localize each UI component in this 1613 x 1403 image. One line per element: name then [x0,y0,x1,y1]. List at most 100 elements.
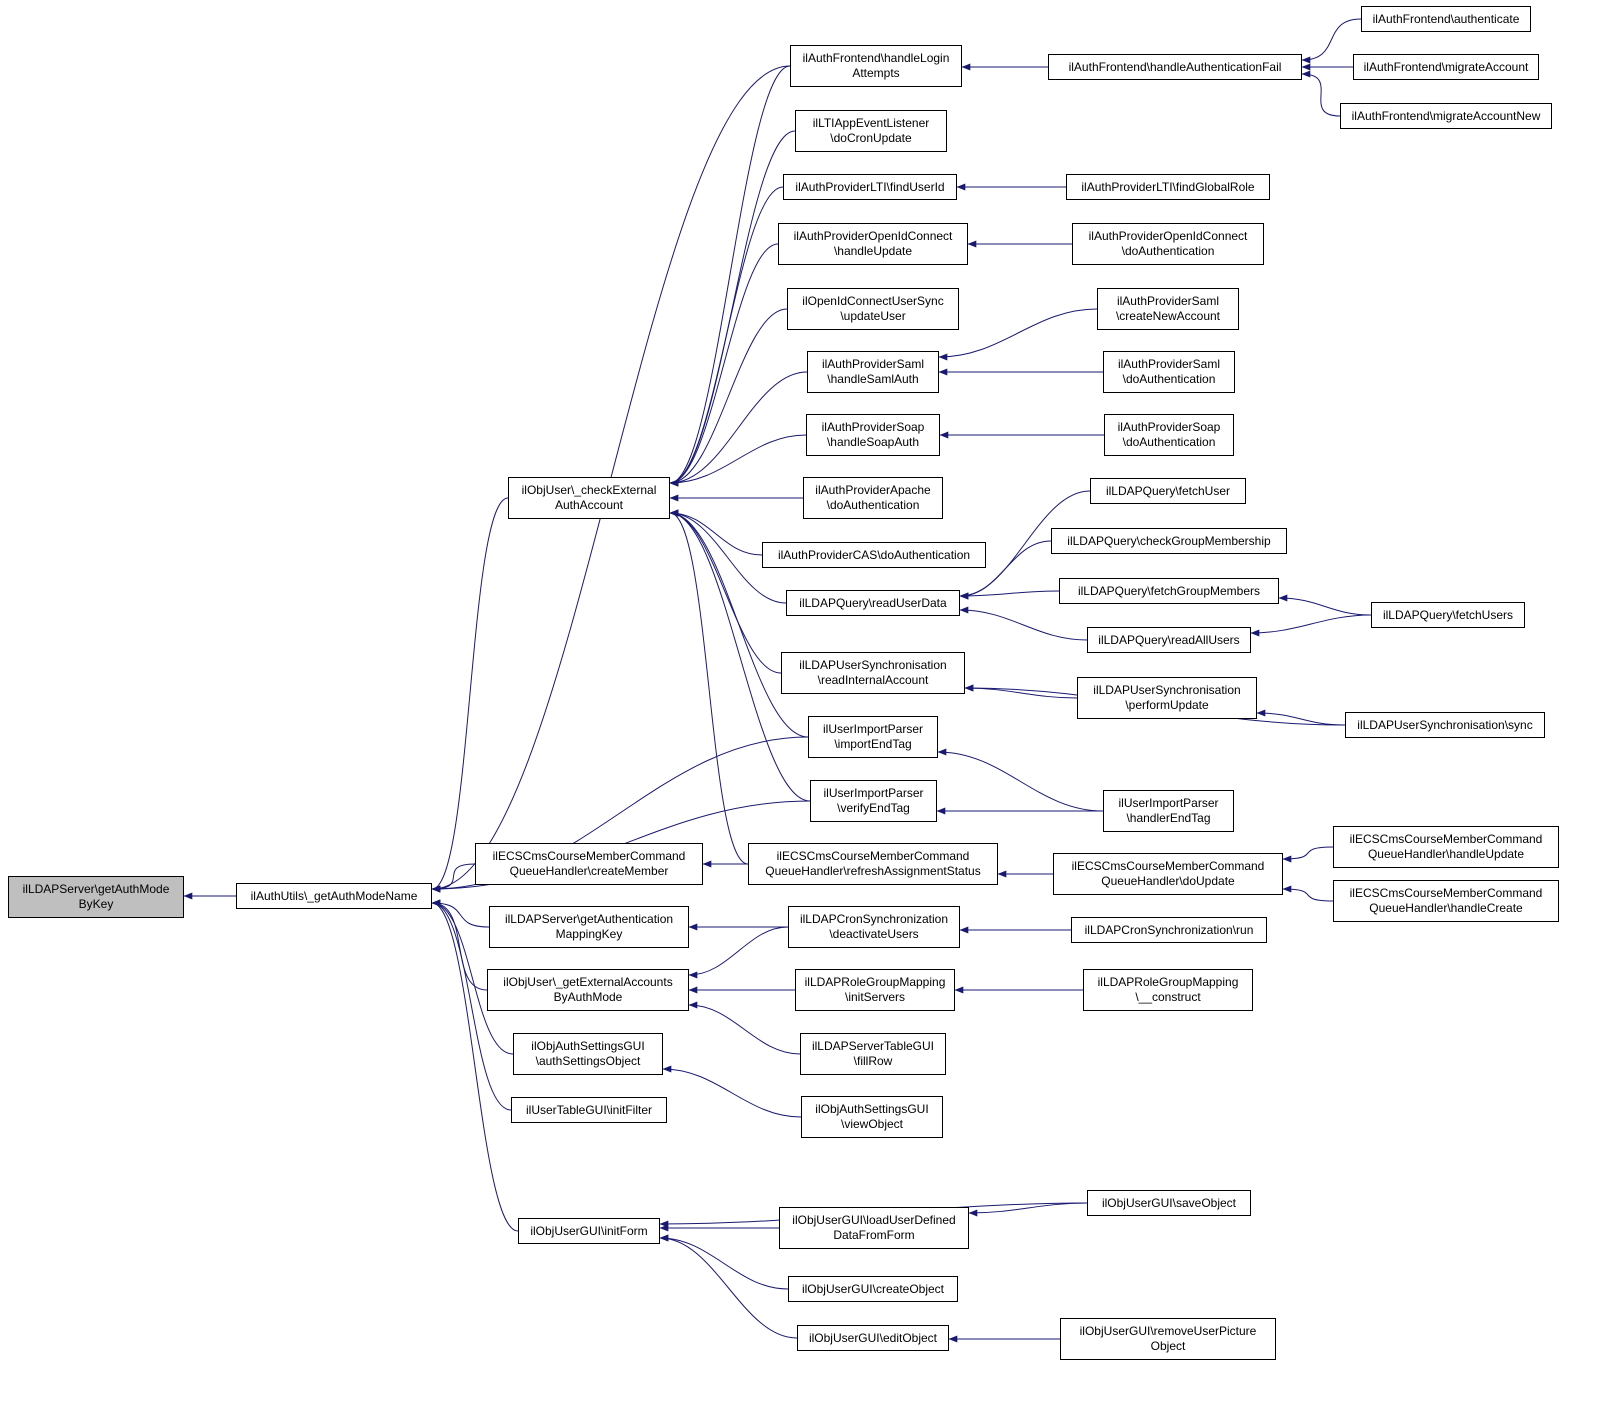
node-migrateAccountNew[interactable]: ilAuthFrontend\migrateAccountNew [1340,103,1552,129]
node-findGlobalRole[interactable]: ilAuthProviderLTI\findGlobalRole [1066,174,1270,200]
node-label-line: ilECSCmsCourseMemberCommand [1349,832,1543,846]
edge-importEndTag-to-checkExternalAuthAccount [669,509,809,738]
node-label-line: ilObjUser\_checkExternal [521,483,657,497]
node-fetchUser[interactable]: ilLDAPQuery\fetchUser [1090,478,1246,504]
node-label-line: \__construct [1135,990,1201,1004]
edge-verifyEndTag-to-checkExternalAuthAccount [669,509,811,802]
node-authSettingsObject[interactable]: ilObjAuthSettingsGUI\authSettingsObject [513,1033,663,1075]
node-label-line: QueueHandler\handleUpdate [1367,847,1525,861]
node-label-line: ilLDAPQuery\fetchUsers [1382,607,1514,622]
node-run[interactable]: ilLDAPCronSynchronization\run [1071,917,1267,943]
edge-checkGroupMembership-to-readUserData [959,540,1052,600]
node-fetchUsers[interactable]: ilLDAPQuery\fetchUsers [1371,602,1525,628]
node-label-line: ilAuthProviderLTI\findGlobalRole [1081,179,1255,194]
node-authenticate[interactable]: ilAuthFrontend\authenticate [1361,6,1531,32]
node-label-line: ilUserImportParser [822,722,924,736]
edge-fetchGroupMembers-to-readUserData [959,590,1060,600]
node-label-line: ilLDAPQuery\readUserData [799,595,947,610]
node-samlDoAuth[interactable]: ilAuthProviderSaml\doAuthentication [1103,351,1235,393]
node-label-line: \initServers [844,990,906,1004]
node-label-line: \handleSamlAuth [827,372,919,386]
node-fetchGroupMembers[interactable]: ilLDAPQuery\fetchGroupMembers [1059,578,1279,604]
node-getAuthModeName[interactable]: ilAuthUtils\_getAuthModeName [236,883,432,909]
node-initForm[interactable]: ilObjUserGUI\initForm [518,1218,660,1244]
node-saveObject[interactable]: ilObjUserGUI\saveObject [1087,1190,1251,1216]
node-label-line: ilECSCmsCourseMemberCommand [776,849,970,863]
node-casDoAuth[interactable]: ilAuthProviderCAS\doAuthentication [762,542,986,568]
node-viewObject[interactable]: ilObjAuthSettingsGUI\viewObject [801,1096,943,1138]
edge-readUserData-to-checkExternalAuthAccount [669,509,787,604]
node-label-line: ilObjUserGUI\initForm [530,1223,648,1238]
node-readUserData[interactable]: ilLDAPQuery\readUserData [786,590,960,616]
node-label-line: Object [1150,1339,1186,1353]
node-fillRow[interactable]: ilLDAPServerTableGUI\fillRow [800,1033,946,1075]
node-migrateAccount[interactable]: ilAuthFrontend\migrateAccount [1353,54,1539,80]
edge-authSettingsObject-to-getAuthModeName [431,899,514,1055]
edge-checkExternalAuthAccount-to-getAuthModeName [431,497,509,893]
node-performUpdate[interactable]: ilLDAPUserSynchronisation\performUpdate [1077,677,1257,719]
node-soapDoAuth[interactable]: ilAuthProviderSoap\doAuthentication [1104,414,1234,456]
node-importEndTag[interactable]: ilUserImportParser\importEndTag [808,716,938,758]
node-verifyEndTag[interactable]: ilUserImportParser\verifyEndTag [810,780,937,822]
node-label-line: \doAuthentication [1122,435,1216,449]
node-checkGroupMembership[interactable]: ilLDAPQuery\checkGroupMembership [1051,528,1287,554]
node-readAllUsers[interactable]: ilLDAPQuery\readAllUsers [1087,627,1251,653]
node-label-line: MappingKey [555,927,623,941]
node-initServers[interactable]: ilLDAPRoleGroupMapping\initServers [795,969,955,1011]
node-handlerEndTag[interactable]: ilUserImportParser\handlerEndTag [1103,790,1234,832]
node-label-line: ilLDAPRoleGroupMapping [1097,975,1239,989]
edge-createNewAccount-to-handleSamlAuth [938,308,1098,361]
node-oidcHandleUpdate[interactable]: ilAuthProviderOpenIdConnect\handleUpdate [778,223,968,265]
edge-createObject-to-initForm [659,1234,789,1290]
edge-ecsHandleCreate-to-doUpdate [1282,885,1334,902]
edge-initForm-to-getAuthModeName [431,899,519,1232]
node-label-line: ilLDAPUserSynchronisation [1093,683,1241,697]
node-label-line: ilObjUserGUI\removeUserPicture [1079,1324,1257,1338]
node-label-line: ilUserImportParser [1118,796,1219,810]
edge-fillRow-to-getExternalAccountsByAuthMode [688,1001,801,1055]
node-updateUser[interactable]: ilOpenIdConnectUserSync\updateUser [787,288,959,330]
node-label-line: \createNewAccount [1115,309,1221,323]
node-oidcDoAuth[interactable]: ilAuthProviderOpenIdConnect\doAuthentica… [1072,223,1264,265]
node-label-line: ilLTIAppEventListener [812,116,930,130]
node-handleSamlAuth[interactable]: ilAuthProviderSaml\handleSamlAuth [807,351,939,393]
node-label-line: QueueHandler\refreshAssignmentStatus [765,864,981,878]
node-findUserId[interactable]: ilAuthProviderLTI\findUserId [783,174,957,200]
node-label-line: ilObjAuthSettingsGUI [531,1039,645,1053]
node-readInternalAccount[interactable]: ilLDAPUserSynchronisation\readInternalAc… [781,652,965,694]
node-label-line: ilAuthFrontend\migrateAccountNew [1351,108,1541,123]
node-apacheDoAuth[interactable]: ilAuthProviderApache\doAuthentication [803,477,943,519]
edge-authenticate-to-handleAuthenticationFail [1301,18,1362,64]
node-createObject[interactable]: ilObjUserGUI\createObject [788,1276,958,1302]
node-label-line: ilUserImportParser [823,786,924,800]
node-construct[interactable]: ilLDAPRoleGroupMapping\__construct [1083,969,1253,1011]
node-label-line: \doAuthentication [826,498,920,512]
node-label-line: ilAuthFrontend\handleAuthenticationFail [1068,59,1282,74]
node-initFilter[interactable]: ilUserTableGUI\initFilter [511,1097,667,1123]
edge-refreshAssignmentStatus-to-checkExternalAuthAccount [669,509,749,865]
node-sync[interactable]: ilLDAPUserSynchronisation\sync [1345,712,1545,738]
node-editObject[interactable]: ilObjUserGUI\editObject [797,1325,949,1351]
edge-createMember-to-getAuthModeName [431,863,476,893]
node-createNewAccount[interactable]: ilAuthProviderSaml\createNewAccount [1097,288,1239,330]
node-label-line: ilLDAPQuery\checkGroupMembership [1067,533,1271,548]
node-deactivateUsers[interactable]: ilLDAPCronSynchronization\deactivateUser… [788,906,960,948]
node-label-line: ilObjUserGUI\editObject [808,1330,938,1345]
node-label-line: ilAuthProviderApache [815,483,931,497]
node-handleAuthenticationFail[interactable]: ilAuthFrontend\handleAuthenticationFail [1048,54,1302,80]
node-handleSoapAuth[interactable]: ilAuthProviderSoap\handleSoapAuth [806,414,940,456]
node-label-line: ilAuthFrontend\handleLogin [802,51,950,65]
node-doCronUpdate[interactable]: ilLTIAppEventListener\doCronUpdate [795,110,947,152]
